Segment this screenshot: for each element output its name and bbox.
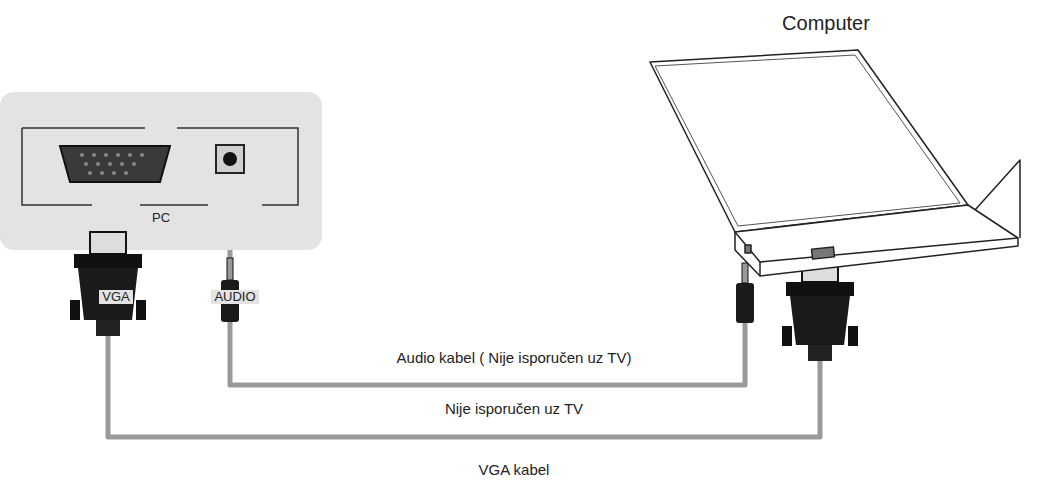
vga-plug-right (782, 260, 858, 361)
vga-pins (80, 153, 144, 175)
cable-label: Audio kabel ( Nije isporučen uz TV) (394, 349, 635, 366)
device-label: Computer (782, 12, 870, 34)
port-bracket (22, 128, 298, 205)
cable (230, 250, 745, 385)
vga-plug-left (70, 232, 146, 336)
cable (108, 250, 820, 437)
vga-port (60, 146, 170, 182)
note-label: Nije isporučen uz TV (442, 400, 586, 417)
tv-panel (0, 92, 322, 250)
computer-node: Computer (640, 2, 1020, 264)
port-label: AUDIO (211, 290, 258, 304)
port-label: VGA (99, 290, 132, 304)
audio-jack (216, 145, 244, 173)
port-label: PC (149, 211, 173, 225)
audio-hole (223, 152, 237, 166)
laptop (650, 50, 1020, 276)
audio-plug-right (736, 263, 754, 323)
tv-pc-panel: PCVGAAUDIO (0, 92, 322, 250)
cable-label: VGA kabel (476, 461, 553, 478)
